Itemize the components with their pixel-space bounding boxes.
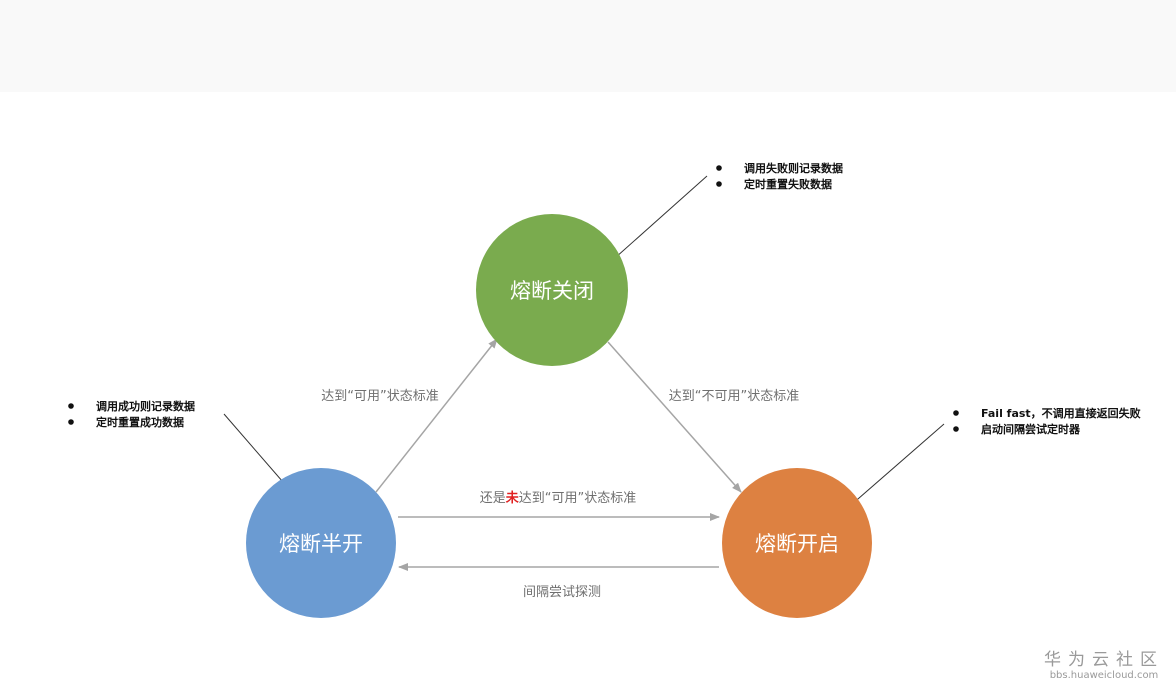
arrow-closed-to-open <box>607 341 742 493</box>
state-closed-label: 熔断关闭 <box>510 279 594 303</box>
label-half-to-open: 还是未达到“可用”状态标准 <box>480 490 637 506</box>
label-half-to-closed: 达到“可用”状态标准 <box>321 389 438 404</box>
bullet-icon <box>68 403 74 409</box>
bullet-icon <box>953 426 959 432</box>
watermark-url: bbs.huaweicloud.com <box>1049 670 1159 681</box>
state-half-open: 熔断半开 <box>246 468 396 618</box>
state-open-label: 熔断开启 <box>755 532 839 556</box>
note-open-item: 启动间隔尝试定时器 <box>981 422 1081 436</box>
watermark-title: 华为云社区 <box>1044 650 1164 670</box>
note-half-open-item: 调用成功则记录数据 <box>96 399 195 413</box>
state-closed-circle <box>476 214 628 366</box>
watermark: 华为云社区 bbs.huaweicloud.com <box>1044 650 1164 682</box>
label-closed-to-open: 达到“不可用”状态标准 <box>669 389 799 404</box>
note-closed-item: 定时重置失败数据 <box>744 177 832 191</box>
state-closed: 熔断关闭 <box>476 214 628 366</box>
bullet-icon <box>716 165 722 171</box>
leader-line-open <box>842 423 945 513</box>
label-open-to-half: 间隔尝试探测 <box>523 585 601 600</box>
note-closed-item: 调用失败则记录数据 <box>744 161 843 175</box>
note-open-item: Fail fast，不调用直接返回失败 <box>981 406 1141 420</box>
note-half-open: 调用成功则记录数据 定时重置成功数据 <box>68 399 195 429</box>
note-open: Fail fast，不调用直接返回失败 启动间隔尝试定时器 <box>953 406 1141 436</box>
state-half-open-circle <box>246 468 396 618</box>
label-half-to-open-highlight: 未 <box>505 490 520 506</box>
note-closed: 调用失败则记录数据 定时重置失败数据 <box>716 161 843 191</box>
state-open: 熔断开启 <box>722 468 872 618</box>
label-half-to-open-prefix: 还是 <box>480 491 506 506</box>
state-open-circle <box>722 468 872 618</box>
bullet-icon <box>68 419 74 425</box>
header-band <box>0 0 1176 92</box>
leader-line-closed <box>605 175 708 267</box>
label-half-to-open-suffix: 达到“可用”状态标准 <box>519 491 636 506</box>
bullet-icon <box>953 410 959 416</box>
state-half-open-label: 熔断半开 <box>279 532 363 556</box>
note-half-open-item: 定时重置成功数据 <box>96 415 184 429</box>
arrow-half-to-closed <box>375 338 498 493</box>
bullet-icon <box>716 181 722 187</box>
